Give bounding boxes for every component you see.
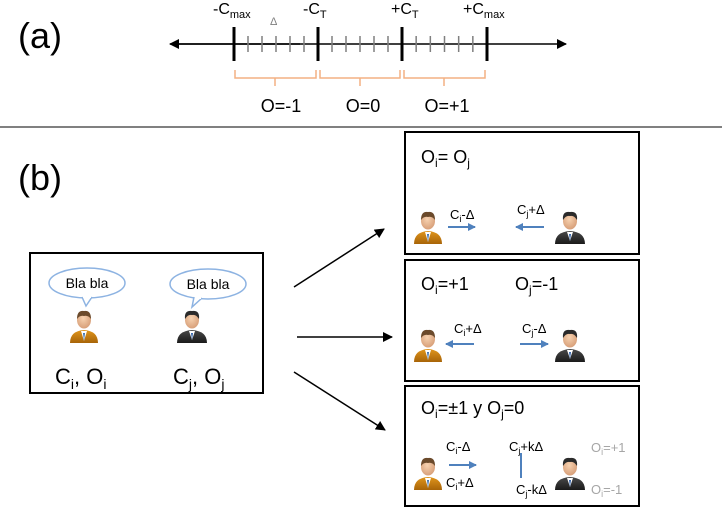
range-braces xyxy=(234,70,486,86)
opinion-label-pos: O=+1 xyxy=(424,96,469,116)
arrow-to-case1 xyxy=(293,228,385,288)
speech-text-left: Bla bla xyxy=(66,275,109,291)
case3-title: Oi=±1 y Oj=0 xyxy=(421,398,524,421)
caption-i: Ci, Oi xyxy=(55,364,107,392)
interaction-box: Bla bla Bla bla Ci, Oi Cj, Oj xyxy=(29,252,264,394)
arrow-to-case3 xyxy=(293,371,386,431)
case2-title-j: Oj=-1 xyxy=(515,274,558,297)
case-box-equal: Oi= Oj Ci-Δ Cj+Δ xyxy=(404,131,640,255)
speech-text-right: Bla bla xyxy=(187,276,230,292)
delta-label: Δ xyxy=(270,16,278,28)
tick-label-minus-ct: -CT xyxy=(303,1,327,21)
case1-update-j: Cj+Δ xyxy=(517,202,545,219)
case2-update-j: Cj-Δ xyxy=(522,321,547,338)
speech-bubble-right: Bla bla xyxy=(169,268,247,310)
case3-update-i-top: Ci-Δ xyxy=(446,439,471,456)
panel-b-label: (b) xyxy=(18,157,62,198)
case3-update-j-bottom: Cj-kΔ xyxy=(516,482,547,499)
case-box-opposite: Oi=+1 Oj=-1 Ci+Δ Cj-Δ xyxy=(404,259,640,382)
opinion-label-neg: O=-1 xyxy=(261,96,302,116)
case1-update-i: Ci-Δ xyxy=(450,207,475,224)
tick-label-plus-cmax: +Cmax xyxy=(463,1,505,21)
case2-frame xyxy=(404,259,640,382)
case1-title: Oi= Oj xyxy=(421,147,470,170)
brace-left xyxy=(234,70,317,86)
tick-label-minus-cmax: -Cmax xyxy=(213,1,251,21)
case3-update-j-top: Cj+kΔ xyxy=(509,439,543,456)
case3-update-i-bottom: Ci+Δ xyxy=(446,475,474,492)
tick-label-plus-ct: +CT xyxy=(391,1,419,21)
case-box-neutral: Oi=±1 y Oj=0 Ci-Δ Ci+Δ Cj+kΔ Cj-kΔ Oi=+1… xyxy=(404,385,640,507)
speech-bubble-left: Bla bla xyxy=(48,267,126,308)
opinion-label-zero: O=0 xyxy=(346,96,381,116)
panel-a-label: (a) xyxy=(18,15,62,56)
case1-frame xyxy=(404,131,640,255)
case2-update-i: Ci+Δ xyxy=(454,321,482,338)
caption-j: Cj, Oj xyxy=(173,364,225,392)
minor-ticks xyxy=(247,36,474,52)
branch-arrows xyxy=(293,228,393,431)
major-ticks xyxy=(232,27,489,61)
case3-frame xyxy=(404,385,640,507)
brace-right xyxy=(403,70,486,86)
case2-title-i: Oi=+1 xyxy=(421,274,469,297)
case3-note-bottom: Oi=-1 xyxy=(591,482,622,499)
brace-middle xyxy=(319,70,401,86)
case3-note-top: Oi=+1 xyxy=(591,440,626,457)
